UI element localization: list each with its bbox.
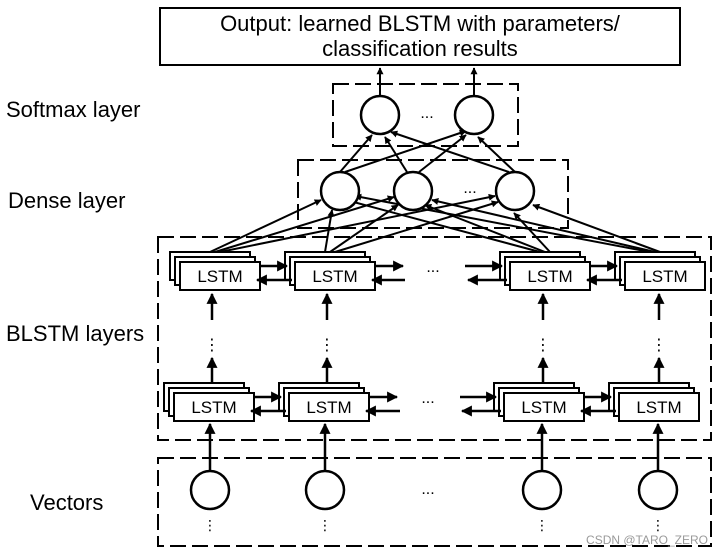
lstm-cell: LSTM bbox=[163, 382, 255, 422]
svg-text:LSTM: LSTM bbox=[312, 267, 357, 286]
softmax-group-box bbox=[332, 83, 519, 147]
watermark: CSDN @TARO_ZERO bbox=[586, 533, 708, 547]
softmax-to-output-arrows bbox=[376, 67, 478, 95]
blstm-group-box bbox=[157, 236, 712, 441]
lstm-top-row: LSTM LSTM LSTM LSTM bbox=[169, 251, 706, 291]
lstm-vertical-dots: ⋮ ⋮ ⋮ ⋮ bbox=[204, 337, 667, 354]
lstm-bottom-row: LSTM LSTM LSTM LSTM bbox=[163, 382, 700, 422]
vectors-group-box bbox=[157, 457, 712, 547]
blstm-layers-label: BLSTM layers bbox=[6, 321, 144, 346]
lstm-cell: LSTM bbox=[278, 382, 370, 422]
dense-node bbox=[319, 170, 361, 212]
output-box: Output: learned BLSTM with parameters/ c… bbox=[159, 7, 681, 66]
svg-text:LSTM: LSTM bbox=[642, 267, 687, 286]
svg-text:LSTM: LSTM bbox=[527, 267, 572, 286]
vectors-label: Vectors bbox=[30, 490, 103, 515]
output-line-2: classification results bbox=[322, 36, 518, 61]
svg-text:LSTM: LSTM bbox=[636, 398, 681, 417]
layer-group-boxes bbox=[157, 83, 712, 547]
softmax-node bbox=[359, 94, 401, 136]
dense-ellipsis: ... bbox=[463, 180, 476, 197]
svg-text:⋮: ⋮ bbox=[204, 337, 220, 354]
svg-text:⋮: ⋮ bbox=[651, 517, 665, 533]
lstm-cell: LSTM bbox=[284, 251, 376, 291]
softmax-layer-label: Softmax layer bbox=[6, 97, 141, 122]
svg-text:LSTM: LSTM bbox=[197, 267, 242, 286]
svg-text:⋮: ⋮ bbox=[203, 517, 217, 533]
vector-nodes bbox=[189, 469, 679, 511]
lstm-vertical-arrows bbox=[206, 292, 665, 384]
lstm-cell: LSTM bbox=[499, 251, 591, 291]
svg-text:⋮: ⋮ bbox=[319, 337, 335, 354]
dense-node bbox=[494, 170, 536, 212]
svg-text:⋮: ⋮ bbox=[535, 337, 551, 354]
dense-layer-label: Dense layer bbox=[8, 188, 125, 213]
lstm-bottom-ellipsis: ... bbox=[421, 390, 434, 407]
lstm-top-ellipsis: ... bbox=[426, 259, 439, 276]
svg-text:LSTM: LSTM bbox=[306, 398, 351, 417]
vector-node bbox=[304, 469, 346, 511]
vector-node bbox=[521, 469, 563, 511]
dense-nodes bbox=[319, 170, 536, 212]
svg-text:LSTM: LSTM bbox=[521, 398, 566, 417]
svg-text:⋮: ⋮ bbox=[535, 517, 549, 533]
dense-node bbox=[392, 170, 434, 212]
vector-dots: ⋮ ⋮ ⋮ ⋮ bbox=[203, 517, 665, 533]
output-line-1: Output: learned BLSTM with parameters/ bbox=[220, 11, 621, 36]
svg-text:⋮: ⋮ bbox=[318, 517, 332, 533]
lstm-cell: LSTM bbox=[614, 251, 706, 291]
svg-text:LSTM: LSTM bbox=[191, 398, 236, 417]
vector-to-lstm-arrows bbox=[204, 422, 664, 470]
lstm-to-dense-arrows bbox=[209, 193, 661, 253]
vector-ellipsis: ... bbox=[421, 481, 434, 498]
vector-node bbox=[189, 469, 231, 511]
svg-text:⋮: ⋮ bbox=[651, 337, 667, 354]
lstm-cell: LSTM bbox=[608, 382, 700, 422]
lstm-top-row-recurrent-arrows bbox=[255, 260, 622, 286]
dense-to-softmax-arrows bbox=[339, 129, 516, 173]
lstm-bottom-row-recurrent-arrows bbox=[249, 391, 616, 417]
softmax-node bbox=[453, 94, 495, 136]
softmax-ellipsis: ... bbox=[420, 105, 433, 122]
vector-node bbox=[637, 469, 679, 511]
softmax-nodes bbox=[359, 94, 495, 136]
lstm-cell: LSTM bbox=[169, 251, 261, 291]
lstm-cell: LSTM bbox=[493, 382, 585, 422]
